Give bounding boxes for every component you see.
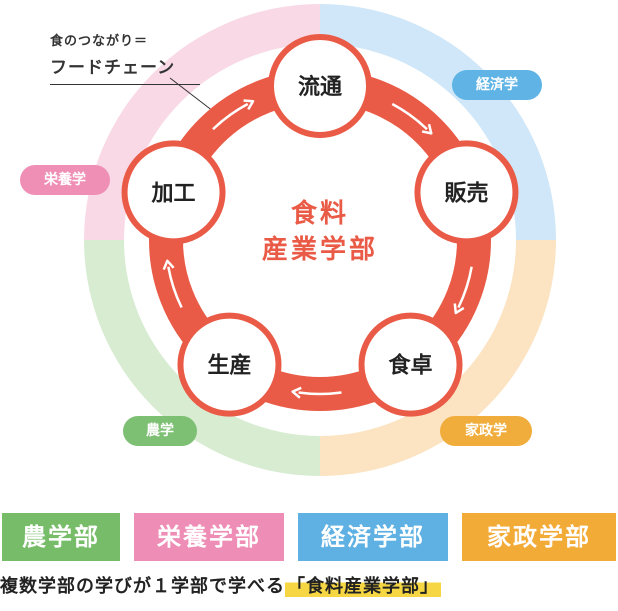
- field-tag-economics: 経済学: [452, 70, 542, 100]
- chain-node-circle: [268, 34, 372, 138]
- chain-node-circle: [358, 312, 463, 417]
- chain-node-label: 流通: [298, 74, 342, 100]
- department-nutrition: 栄養学部: [134, 513, 284, 561]
- chain-arrow-shaft: [167, 266, 183, 309]
- chain-arrow-head: [421, 123, 433, 135]
- chain-node-production: 生産: [177, 312, 282, 417]
- chain-arrows: [162, 99, 473, 399]
- callout-title: フードチェーン: [50, 58, 176, 78]
- chain-node-label: 食卓: [389, 353, 433, 379]
- department-row: 農学部 栄養学部 経済学部 家政学部: [2, 513, 616, 563]
- department-agriculture: 農学部: [2, 513, 120, 561]
- summary-highlight: 「食料産業学部」: [285, 576, 441, 597]
- field-tag-agriculture: 農学: [123, 416, 197, 446]
- chain-arrow-head: [291, 386, 302, 399]
- callout-underline: [50, 84, 200, 85]
- chain-arrow-head: [162, 259, 175, 271]
- chain-arrow-shaft: [391, 102, 428, 131]
- chain-node-table: 食卓: [358, 312, 463, 417]
- chain-arrow-head: [243, 99, 255, 111]
- chain-arrow-head: [453, 303, 465, 315]
- field-tag-nutrition: 栄養学: [20, 165, 110, 195]
- center-title-line2: 産業学部: [262, 234, 378, 265]
- chain-node-label: 生産: [207, 353, 251, 379]
- chain-arrow-shaft: [212, 102, 249, 131]
- chain-node-circle: [414, 140, 519, 245]
- chain-node-circle: [121, 140, 226, 245]
- callout-subtitle: 食のつながり＝: [50, 34, 149, 49]
- chain-node-circle: [177, 312, 282, 417]
- chain-arrow-shaft: [298, 391, 342, 396]
- chain-arrow-shaft: [457, 266, 473, 309]
- field-tag-home-economics: 家政学: [440, 416, 532, 446]
- chain-node-label: 販売: [444, 180, 488, 206]
- center-title-line1: 食料: [291, 198, 349, 229]
- summary-text: 複数学部の学びが１学部で学べる: [0, 576, 285, 597]
- department-home-economics: 家政学部: [462, 513, 616, 561]
- chain-node-label: 加工: [151, 181, 196, 206]
- chain-node-processing: 加工: [121, 140, 226, 245]
- chain-node-sales: 販売: [414, 140, 519, 245]
- chain-node-distribution: 流通: [268, 34, 372, 138]
- summary-line: 複数学部の学びが１学部で学べる「食料産業学部」: [0, 572, 618, 608]
- food-chain-callout: 食のつながり＝ フードチェーン: [50, 30, 200, 85]
- department-economics: 経済学部: [298, 513, 448, 561]
